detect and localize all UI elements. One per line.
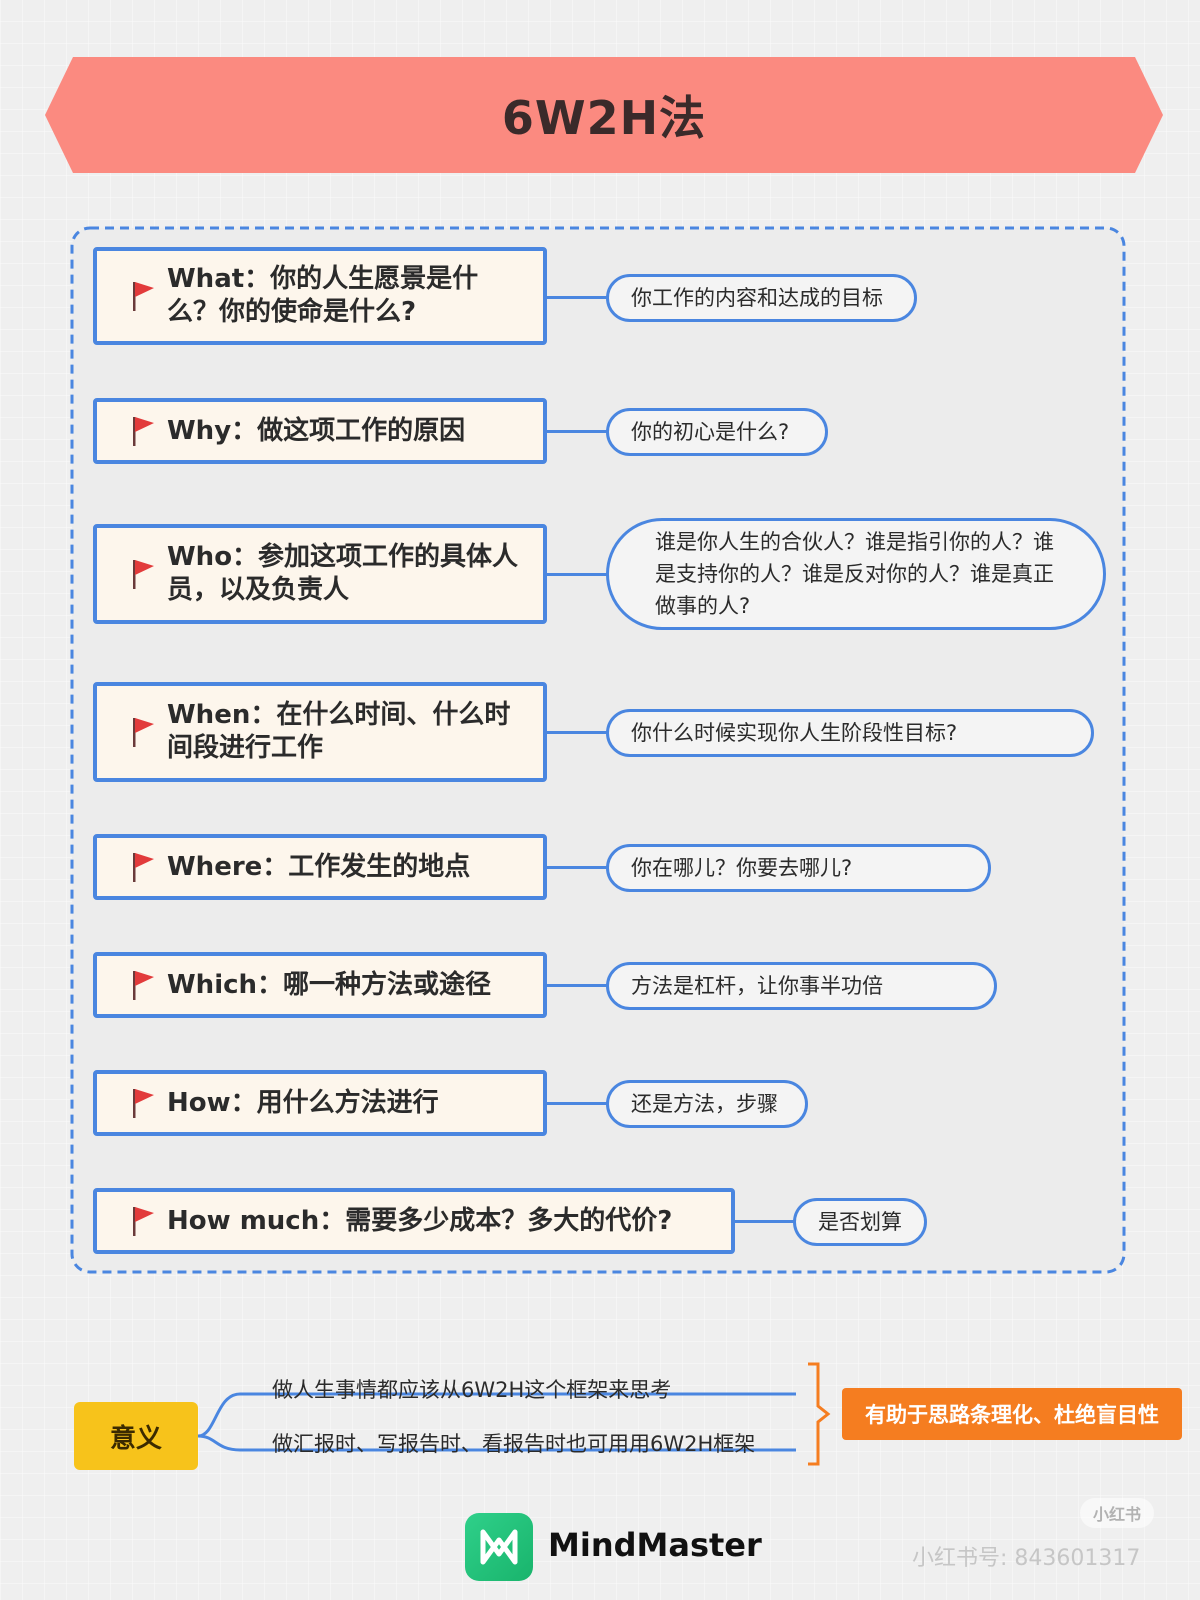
connector-line — [547, 866, 607, 869]
mindmaster-logo-icon — [465, 1513, 533, 1581]
answer-bubble: 你工作的内容和达成的目标 — [606, 274, 917, 322]
logo-name: MindMaster — [548, 1526, 762, 1564]
answer-bubble: 还是方法，步骤 — [606, 1080, 808, 1128]
answer-text: 你的初心是什么? — [631, 420, 790, 444]
answer-text: 谁是你人生的合伙人？谁是指引你的人？谁是支持你的人？谁是反对你的人？谁是真正做事… — [655, 530, 1054, 618]
watermark-id: 小红书号: 843601317 — [912, 1546, 1141, 1571]
answer-text: 你工作的内容和达成的目标 — [631, 286, 883, 310]
answer-text: 你在哪儿？你要去哪儿? — [631, 856, 853, 880]
answer-text: 你什么时候实现你人生阶段性目标? — [631, 721, 958, 745]
answer-text: 还是方法，步骤 — [631, 1092, 778, 1116]
watermark-badge: 小红书 — [1080, 1498, 1154, 1528]
answer-bubble: 你什么时候实现你人生阶段性目标? — [606, 709, 1094, 757]
topic-label: Why：做这项工作的原因 — [167, 415, 466, 446]
answer-text: 方法是杠杆，让你事半功倍 — [631, 974, 883, 998]
topic-how-much: How much：需要多少成本？多大的代价? — [93, 1188, 735, 1254]
title-banner-shape — [45, 57, 1163, 173]
flag-icon — [133, 971, 154, 1000]
topic-what: What：你的人生愿景是什么？你的使命是什么? — [93, 247, 547, 345]
connector-line — [547, 984, 607, 987]
bracket-shape — [808, 1362, 831, 1466]
connector-line — [547, 430, 607, 433]
flag-icon — [133, 417, 154, 446]
logo-mark — [480, 1529, 518, 1565]
topic-label: What：你的人生愿景是什么？你的使命是什么? — [167, 264, 479, 327]
answer-bubble: 谁是你人生的合伙人？谁是指引你的人？谁是支持你的人？谁是反对你的人？谁是真正做事… — [606, 518, 1106, 630]
topic-when: When：在什么时间、什么时间段进行工作 — [93, 682, 547, 782]
topic-which: Which：哪一种方法或途径 — [93, 952, 547, 1018]
connector-line — [547, 573, 607, 576]
topic-label: Which：哪一种方法或途径 — [167, 969, 492, 1000]
result-box: 有助于思路条理化、杜绝盲目性 — [842, 1388, 1182, 1440]
title-banner: 6W2H法 — [45, 57, 1163, 173]
flag-icon — [133, 718, 154, 747]
topic-where: Where：工作发生的地点 — [93, 834, 547, 900]
topic-label: How much：需要多少成本？多大的代价? — [167, 1205, 673, 1236]
connector-line — [547, 731, 607, 734]
topic-label: Who：参加这项工作的具体人员，以及负责人 — [167, 542, 519, 605]
flag-icon — [133, 853, 154, 882]
topic-why: Why：做这项工作的原因 — [93, 398, 547, 464]
answer-text: 是否划算 — [818, 1210, 902, 1234]
meaning-box: 意义 — [74, 1402, 198, 1470]
flag-icon — [133, 1089, 154, 1118]
page-title: 6W2H法 — [501, 91, 707, 145]
flag-icon — [133, 282, 154, 311]
answer-bubble: 方法是杠杆，让你事半功倍 — [606, 962, 997, 1010]
connector-line — [547, 1102, 607, 1105]
connector-line — [547, 296, 607, 299]
topic-label: When：在什么时间、什么时间段进行工作 — [167, 700, 511, 763]
meaning-line: 做汇报时、写报告时、看报告时也可用用6W2H框架 — [272, 1432, 756, 1456]
answer-bubble: 是否划算 — [793, 1198, 927, 1246]
answer-bubble: 你在哪儿？你要去哪儿? — [606, 844, 991, 892]
meaning-branch-lines — [197, 1392, 796, 1452]
answer-bubble: 你的初心是什么? — [606, 408, 828, 456]
topic-who: Who：参加这项工作的具体人员，以及负责人 — [93, 524, 547, 624]
topic-label: How：用什么方法进行 — [167, 1087, 439, 1118]
meaning-line: 做人生事情都应该从6W2H这个框架来思考 — [272, 1378, 672, 1402]
flag-icon — [133, 1207, 154, 1236]
topic-label: Where：工作发生的地点 — [167, 851, 471, 882]
connector-line — [735, 1220, 795, 1223]
flag-icon — [133, 560, 154, 589]
topic-how: How：用什么方法进行 — [93, 1070, 547, 1136]
